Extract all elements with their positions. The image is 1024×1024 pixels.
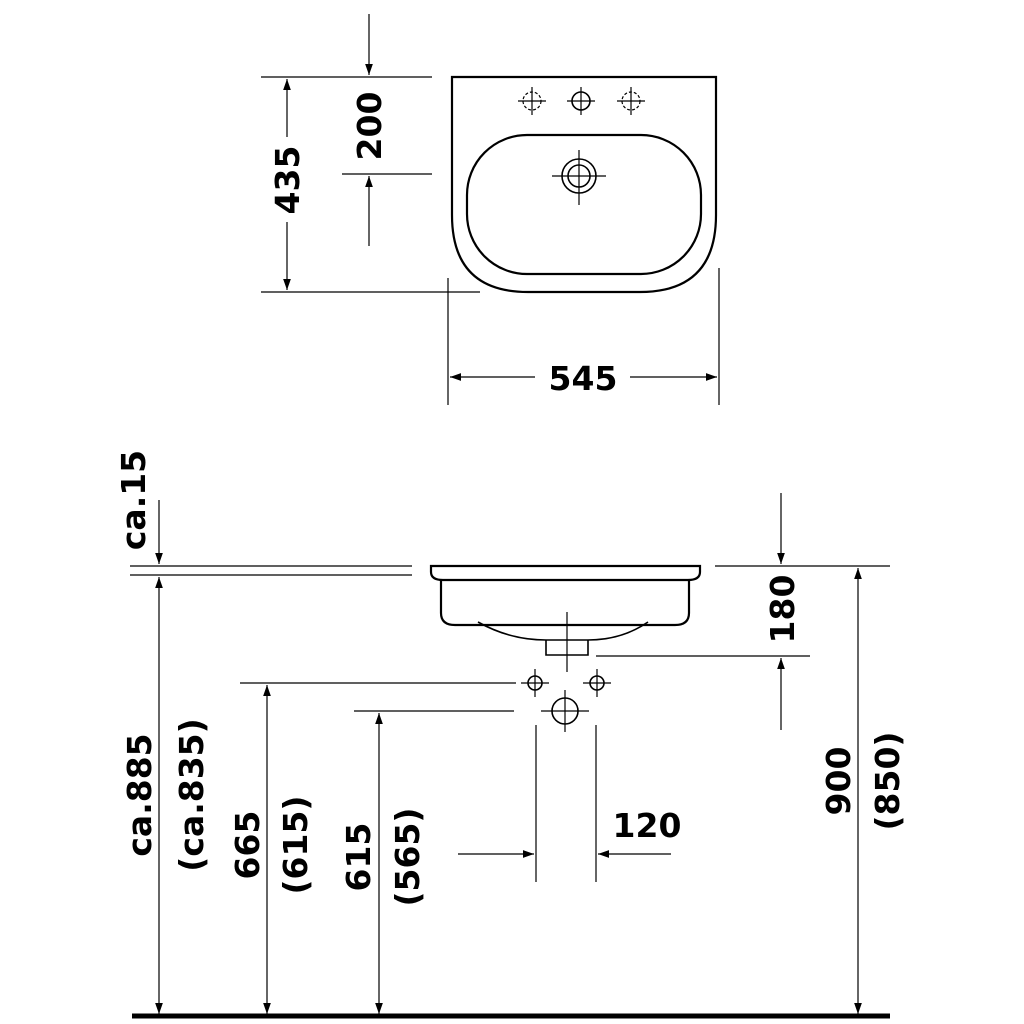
supply-connection-right-icon bbox=[583, 669, 611, 697]
dimension-label-435: 435 bbox=[268, 146, 307, 215]
dimension-435: 435 bbox=[268, 79, 307, 290]
dimension-label-615: 615 bbox=[339, 823, 378, 892]
dimension-900: 900 (850) bbox=[819, 568, 907, 1014]
drain-icon bbox=[552, 150, 606, 205]
basin-rim bbox=[429, 564, 702, 582]
dimension-label-545: 545 bbox=[549, 359, 618, 398]
dimension-label-ca885: ca.885 bbox=[120, 733, 159, 856]
dimension-label-565: (565) bbox=[388, 807, 427, 906]
dimension-665: 665 (615) bbox=[228, 685, 315, 1014]
dimension-label-ca15: ca.15 bbox=[114, 450, 153, 550]
dimension-label-665: 665 bbox=[228, 811, 267, 880]
dimension-200: 200 bbox=[350, 14, 389, 246]
dimension-180: 180 bbox=[763, 493, 802, 730]
basin-outline bbox=[450, 75, 718, 294]
dimension-label-180: 180 bbox=[763, 575, 802, 644]
dimension-label-850: (850) bbox=[868, 731, 907, 830]
dimension-label-900: 900 bbox=[819, 747, 858, 816]
dimension-label-200: 200 bbox=[350, 92, 389, 161]
tap-hole-left-icon bbox=[518, 87, 546, 115]
waste-connection-icon bbox=[541, 690, 589, 732]
bowl-outline bbox=[465, 133, 703, 276]
dimension-label-615-alt: (615) bbox=[276, 795, 315, 894]
dimension-ca885: ca.885 (ca.835) bbox=[120, 577, 211, 1014]
dimension-label-ca835: (ca.835) bbox=[172, 718, 211, 871]
tap-hole-center-icon bbox=[567, 87, 595, 115]
top-view: 435 200 545 bbox=[261, 14, 720, 405]
dimension-ca15: ca.15 bbox=[114, 450, 163, 564]
dimension-label-120: 120 bbox=[613, 806, 682, 845]
side-view: ca.15 180 ca.885 (ca.835) 665 (615) 615 bbox=[114, 450, 907, 1019]
basin-body bbox=[439, 580, 691, 627]
dimension-615: 615 (565) bbox=[339, 713, 427, 1014]
tap-hole-right-icon bbox=[617, 87, 645, 115]
dimension-120: 120 bbox=[458, 806, 682, 858]
supply-connection-left-icon bbox=[521, 669, 549, 697]
dimension-545: 545 bbox=[450, 359, 717, 398]
